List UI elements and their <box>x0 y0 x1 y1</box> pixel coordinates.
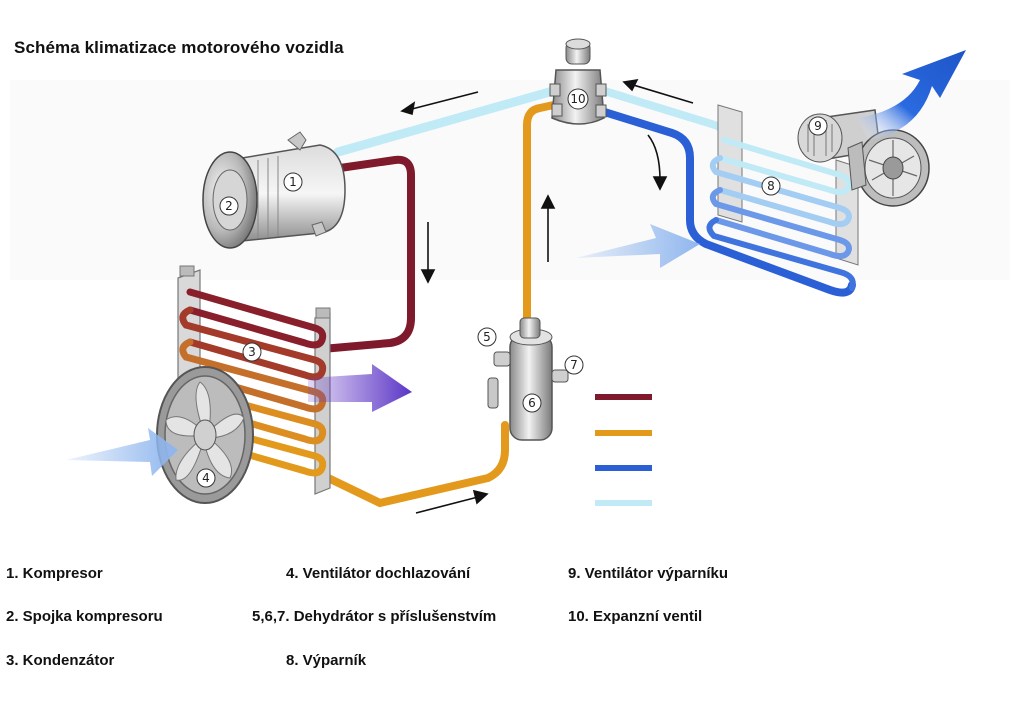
color-legend <box>595 394 652 506</box>
legend-item-kondenzator: 3. Kondenzátor <box>6 652 115 669</box>
marker-10: 10 <box>567 88 589 110</box>
marker-2: 2 <box>219 196 239 216</box>
svg-text:9: 9 <box>814 119 822 133</box>
airflow-out-evaporator <box>858 50 966 140</box>
svg-text:2: 2 <box>225 199 233 213</box>
marker-9: 9 <box>808 116 828 136</box>
legend-item-ventilator-vyparniku: 9. Ventilátor výparníku <box>568 565 729 582</box>
cooling-fan <box>156 366 254 504</box>
legend-item-vyparnik: 8. Výparník <box>286 652 367 669</box>
marker-8: 8 <box>761 176 781 196</box>
pipe-liquid-line-a <box>318 421 509 508</box>
diagram-title: Schéma klimatizace motorového vozidla <box>14 38 344 57</box>
flow-direction-arrows <box>400 78 694 514</box>
marker-4: 4 <box>196 468 216 488</box>
svg-text:4: 4 <box>202 471 210 485</box>
legend-item-ventilator-dochlazovani: 4. Ventilátor dochlazování <box>286 565 471 582</box>
airflow-in-evaporator <box>576 224 700 268</box>
pipe-liquid-line-b <box>523 100 562 326</box>
pipe-discharge-line <box>318 155 415 353</box>
marker-5: 5 <box>477 327 497 347</box>
airflow-in-condenser <box>66 428 178 476</box>
svg-text:1: 1 <box>289 175 297 189</box>
component-markers: 1 2 3 4 5 6 7 8 9 10 <box>196 88 828 488</box>
dehydrator <box>487 317 569 441</box>
svg-text:3: 3 <box>248 345 256 359</box>
pipe-evaporator-inlet <box>594 106 856 297</box>
marker-1: 1 <box>283 172 303 192</box>
pipe-suction-line <box>333 84 565 157</box>
marker-3: 3 <box>242 342 262 362</box>
svg-text:6: 6 <box>528 396 536 410</box>
ac-system-diagram: 1 2 3 4 5 6 7 8 9 10 <box>66 38 966 514</box>
svg-text:7: 7 <box>570 358 578 372</box>
legend-item-dehydrator: 5,6,7. Dehydrátor s příslušenstvím <box>252 608 497 625</box>
evaporator-fan <box>797 109 930 207</box>
compressor <box>202 131 346 249</box>
expansion-valve <box>549 38 607 125</box>
svg-text:5: 5 <box>483 330 491 344</box>
legend-item-expanzni-ventil: 10. Expanzní ventil <box>568 608 703 625</box>
marker-7: 7 <box>564 355 584 375</box>
marker-6: 6 <box>522 393 542 413</box>
airflow-out-condenser <box>308 364 412 412</box>
svg-text:8: 8 <box>767 179 775 193</box>
legend-item-spojka: 2. Spojka kompresoru <box>6 608 163 625</box>
legend-item-kompresor: 1. Kompresor <box>6 565 103 582</box>
svg-text:10: 10 <box>570 92 585 106</box>
